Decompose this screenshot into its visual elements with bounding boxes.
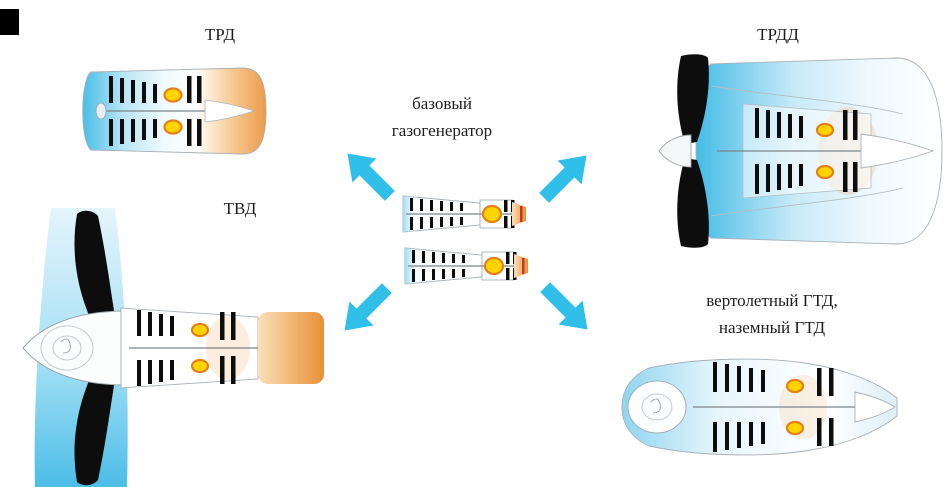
compressor-blades: [109, 76, 157, 146]
label-base-generator: базовый газогенератор: [352, 90, 532, 144]
exhaust-nozzle: [512, 202, 526, 226]
gas-generator-schematic: [402, 195, 528, 285]
turboprop-schematic: [22, 208, 324, 487]
label-gtd-line2: наземный ГТД: [718, 318, 826, 337]
combustor: [190, 322, 210, 374]
compressor-blades: [713, 362, 765, 452]
label-base-generator-line1: базовый: [412, 94, 472, 113]
compressor-blades: [137, 310, 174, 386]
compressor-blades: [412, 250, 465, 282]
exhaust-center-body: [860, 133, 935, 169]
turbojet-schematic: [82, 67, 267, 155]
label-trd: ТРД: [204, 25, 236, 44]
arrow-to-trd: [332, 138, 404, 210]
exhaust-nozzle: [258, 312, 324, 384]
label-gtd: вертолетный ГТД, наземный ГТД: [653, 287, 891, 341]
turbofan-schematic: [658, 54, 943, 248]
nose-cone: [95, 102, 107, 120]
arrow-to-gtd: [531, 273, 603, 345]
arrow-to-trdd: [530, 140, 602, 212]
gas-generator-core-2: [404, 247, 528, 285]
combustor: [815, 122, 835, 180]
intake-swirl: [627, 380, 687, 434]
exhaust-nozzle: [514, 254, 528, 278]
label-base-generator-line2: газогенератор: [391, 121, 493, 140]
combustor: [785, 378, 805, 436]
turbine-blades: [220, 312, 236, 384]
gearbox-spiral: [40, 325, 94, 371]
combustor: [481, 204, 503, 224]
exhaust-flame: [520, 206, 523, 222]
arrow-to-tvd: [329, 274, 401, 346]
gas-generator-core-1: [402, 195, 526, 233]
turbine-blades: [817, 368, 834, 446]
exhaust-flame: [522, 258, 525, 274]
propeller-blades: [74, 210, 118, 486]
label-trdd: ТРДД: [757, 25, 799, 44]
exhaust-center-body: [204, 99, 256, 123]
fan-blades: [677, 54, 709, 248]
label-gtd-line1: вертолетный ГТД,: [706, 291, 838, 310]
label-tvd: ТВД: [223, 199, 257, 218]
combustor: [483, 256, 505, 276]
turbine-blades: [843, 110, 858, 192]
compressor-blades: [410, 198, 463, 230]
helicopter-gtd-schematic: [621, 358, 898, 456]
combustor: [163, 87, 183, 135]
turbine-blades: [187, 76, 202, 146]
compressor-blades: [755, 108, 803, 194]
exhaust-center-body: [854, 391, 896, 423]
corner-mark: [0, 9, 19, 35]
fan-spinner: [658, 134, 692, 168]
